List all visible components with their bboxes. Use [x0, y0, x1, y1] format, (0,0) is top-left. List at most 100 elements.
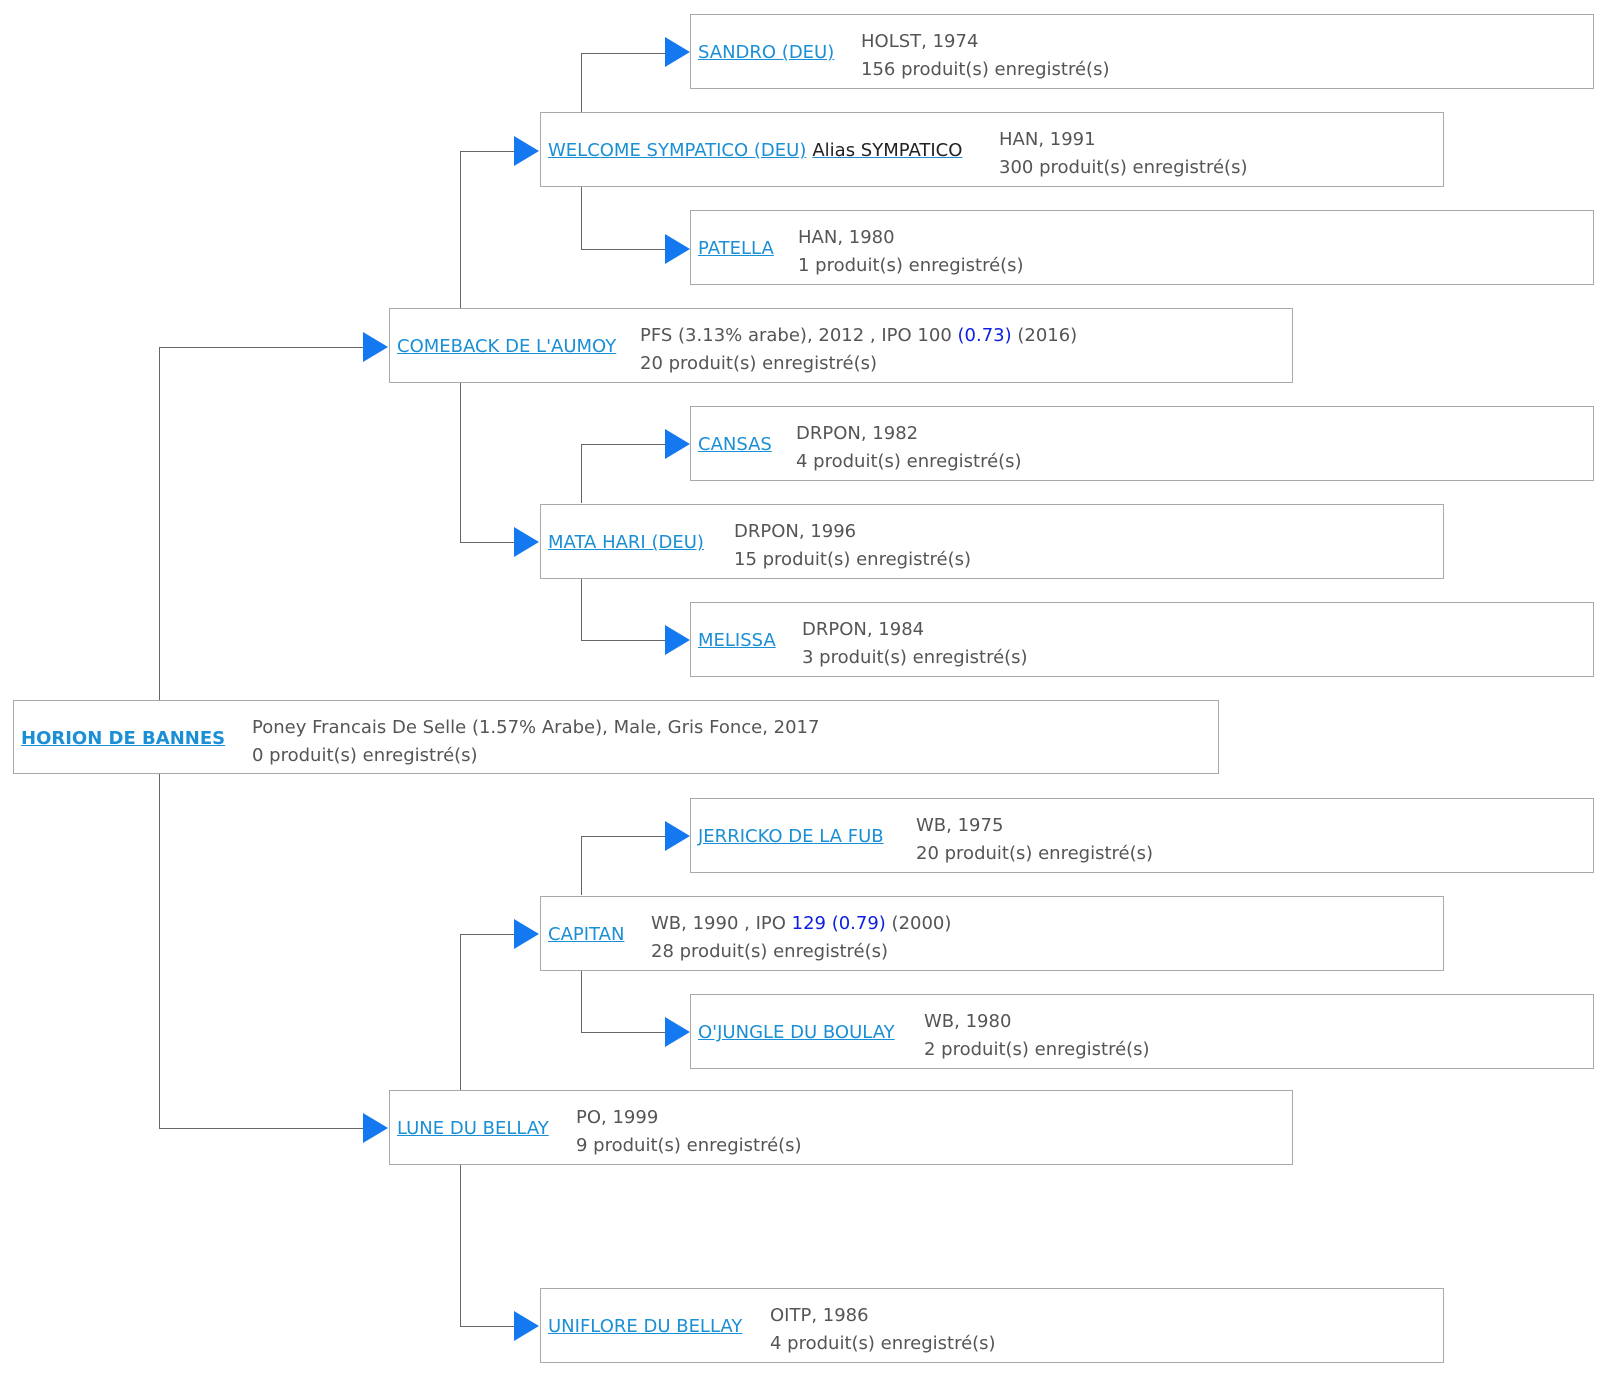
arrow-sire-dam-sire-icon — [665, 429, 690, 459]
horse-link[interactable]: PATELLA — [698, 238, 774, 259]
horse-link[interactable]: LUNE DU BELLAY — [397, 1118, 549, 1139]
offspring-count: 300 produit(s) enregistré(s) — [999, 157, 1248, 178]
horse-info-year: (2016) — [1011, 325, 1078, 346]
horse-link[interactable]: JERRICKO DE LA FUB — [698, 826, 884, 847]
arrow-dam-sire-sire-icon — [665, 821, 690, 851]
connector-root-dam — [159, 1128, 368, 1129]
offspring-count: 15 produit(s) enregistré(s) — [734, 549, 972, 570]
horse-link[interactable]: CANSAS — [698, 434, 772, 455]
horse-info-year: (2000) — [885, 913, 952, 934]
pedigree-box-dam-sire: CAPITAN WB, 1990 , IPO 129 (0.79) (2000)… — [540, 896, 1444, 971]
pedigree-box-sire-dam: MATA HARI (DEU) DRPON, 1996 15 produit(s… — [540, 504, 1444, 579]
arrow-sire-dam-icon — [514, 527, 539, 557]
offspring-count: 1 produit(s) enregistré(s) — [798, 255, 1024, 276]
horse-link[interactable]: COMEBACK DE L'AUMOY — [397, 336, 617, 357]
horse-info: HAN, 1991 — [999, 129, 1096, 150]
offspring-count: 3 produit(s) enregistré(s) — [802, 647, 1028, 668]
connector-sire-down — [460, 382, 461, 542]
horse-details: WB, 1990 , IPO 129 (0.79) (2000) 28 prod… — [651, 910, 951, 966]
horse-link[interactable]: SANDRO (DEU) — [698, 42, 835, 63]
horse-alias: Alias SYMPATICO — [812, 140, 963, 161]
ipo-index-value: (0.73) — [957, 325, 1012, 346]
horse-info: WB, 1980 — [924, 1011, 1012, 1032]
horse-name[interactable]: WELCOME SYMPATICO (DEU) — [548, 140, 807, 161]
horse-details: WB, 1975 20 produit(s) enregistré(s) — [916, 812, 1153, 868]
horse-details: OITP, 1986 4 produit(s) enregistré(s) — [770, 1302, 996, 1358]
horse-details: DRPON, 1984 3 produit(s) enregistré(s) — [802, 616, 1028, 672]
horse-link[interactable]: MELISSA — [698, 630, 776, 651]
connector-ss-dam — [581, 249, 669, 250]
pedigree-box-sire-dam-dam: MELISSA DRPON, 1984 3 produit(s) enregis… — [690, 602, 1594, 677]
connector-ds-sire — [581, 836, 669, 837]
horse-info: WB, 1975 — [916, 815, 1004, 836]
horse-details: DRPON, 1996 15 produit(s) enregistré(s) — [734, 518, 971, 574]
connector-ss-sire — [581, 53, 669, 54]
pedigree-box-sire-sire: WELCOME SYMPATICO (DEU)Alias SYMPATICO H… — [540, 112, 1444, 187]
connector-dam-sire — [460, 934, 519, 935]
arrow-dam-icon — [363, 1113, 388, 1143]
horse-link[interactable]: UNIFLORE DU BELLAY — [548, 1316, 743, 1337]
pedigree-box-dam-dam: UNIFLORE DU BELLAY OITP, 1986 4 produit(… — [540, 1288, 1444, 1363]
pedigree-box-dam: LUNE DU BELLAY PO, 1999 9 produit(s) enr… — [389, 1090, 1293, 1165]
horse-link[interactable]: CAPITAN — [548, 924, 625, 945]
horse-info: Poney Francais De Selle (1.57% Arabe), M… — [252, 717, 820, 738]
horse-info: PFS (3.13% arabe), 2012 , IPO 100 (0.73)… — [640, 322, 1077, 350]
connector-dam-dam — [460, 1326, 519, 1327]
pedigree-box-dam-sire-dam: O'JUNGLE DU BOULAY WB, 1980 2 produit(s)… — [690, 994, 1594, 1069]
pedigree-box-sire-sire-sire: SANDRO (DEU) HOLST, 1974 156 produit(s) … — [690, 14, 1594, 89]
connector-root-sire — [159, 347, 368, 348]
connector-sd-dam — [581, 640, 669, 641]
horse-info: DRPON, 1996 — [734, 521, 857, 542]
arrow-sire-sire-dam-icon — [665, 234, 690, 264]
offspring-count: 20 produit(s) enregistré(s) — [916, 843, 1154, 864]
pedigree-box-sire-dam-sire: CANSAS DRPON, 1982 4 produit(s) enregist… — [690, 406, 1594, 481]
connector-root-down — [159, 773, 160, 1129]
horse-info: OITP, 1986 — [770, 1305, 869, 1326]
arrow-sire-sire-sire-icon — [665, 37, 690, 67]
arrow-dam-dam-icon — [514, 1311, 539, 1341]
connector-dam-up — [460, 934, 461, 1090]
connector-sire-up — [460, 151, 461, 308]
horse-details: PFS (3.13% arabe), 2012 , IPO 100 (0.73)… — [640, 322, 1077, 378]
horse-info: DRPON, 1984 — [802, 619, 925, 640]
horse-details: DRPON, 1982 4 produit(s) enregistré(s) — [796, 420, 1022, 476]
offspring-count: 4 produit(s) enregistré(s) — [796, 451, 1022, 472]
connector-sd-up — [581, 444, 582, 503]
horse-link[interactable]: O'JUNGLE DU BOULAY — [698, 1022, 895, 1043]
horse-link[interactable]: MATA HARI (DEU) — [548, 532, 704, 553]
horse-info: PO, 1999 — [576, 1107, 659, 1128]
horse-link[interactable]: WELCOME SYMPATICO (DEU)Alias SYMPATICO — [548, 140, 962, 161]
horse-link[interactable]: HORION DE BANNES — [21, 728, 226, 749]
horse-info-text: WB, 1990 , IPO — [651, 913, 792, 934]
horse-details: PO, 1999 9 produit(s) enregistré(s) — [576, 1104, 802, 1160]
horse-info: WB, 1990 , IPO 129 (0.79) (2000) — [651, 910, 951, 938]
horse-details: HOLST, 1974 156 produit(s) enregistré(s) — [861, 28, 1109, 84]
offspring-count: 0 produit(s) enregistré(s) — [252, 745, 478, 766]
connector-ds-dam — [581, 1032, 669, 1033]
horse-details: HAN, 1980 1 produit(s) enregistré(s) — [798, 224, 1024, 280]
horse-info: DRPON, 1982 — [796, 423, 919, 444]
horse-details: Poney Francais De Selle (1.57% Arabe), M… — [252, 714, 819, 770]
horse-details: WB, 1980 2 produit(s) enregistré(s) — [924, 1008, 1150, 1064]
connector-root-up — [159, 347, 160, 700]
arrow-sire-dam-dam-icon — [665, 625, 690, 655]
connector-ds-up — [581, 836, 582, 895]
connector-sire-dam — [460, 542, 519, 543]
arrow-dam-sire-icon — [514, 919, 539, 949]
offspring-count: 156 produit(s) enregistré(s) — [861, 59, 1110, 80]
pedigree-box-sire-sire-dam: PATELLA HAN, 1980 1 produit(s) enregistr… — [690, 210, 1594, 285]
offspring-count: 20 produit(s) enregistré(s) — [640, 353, 878, 374]
connector-ss-down — [581, 186, 582, 249]
horse-info-text: PFS (3.13% arabe), 2012 , IPO 100 — [640, 325, 958, 346]
pedigree-box-sire: COMEBACK DE L'AUMOY PFS (3.13% arabe), 2… — [389, 308, 1293, 383]
connector-sd-sire — [581, 444, 669, 445]
ipo-index-value: 129 (0.79) — [791, 913, 886, 934]
offspring-count: 4 produit(s) enregistré(s) — [770, 1333, 996, 1354]
connector-ds-down — [581, 968, 582, 1032]
pedigree-box-dam-sire-sire: JERRICKO DE LA FUB WB, 1975 20 produit(s… — [690, 798, 1594, 873]
arrow-dam-sire-dam-icon — [665, 1017, 690, 1047]
offspring-count: 2 produit(s) enregistré(s) — [924, 1039, 1150, 1060]
pedigree-box-root: HORION DE BANNES Poney Francais De Selle… — [13, 700, 1219, 774]
offspring-count: 9 produit(s) enregistré(s) — [576, 1135, 802, 1156]
horse-info: HOLST, 1974 — [861, 31, 979, 52]
